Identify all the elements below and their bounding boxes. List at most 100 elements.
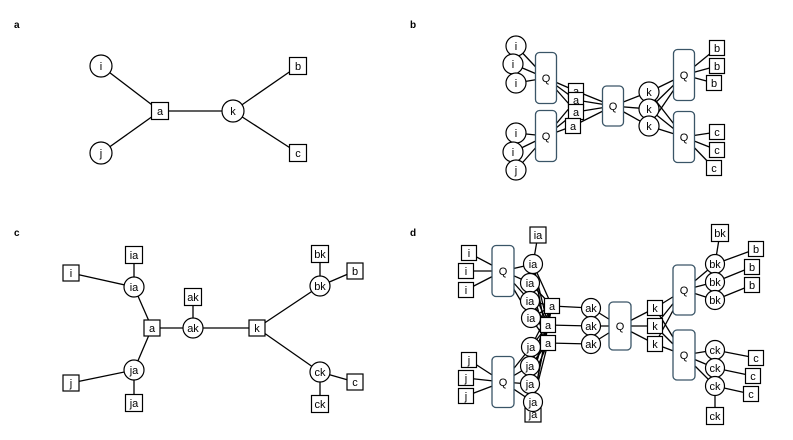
square-node-label: bk [314,249,326,261]
circle-node-label: ja [526,342,536,354]
circle-node-label: ia [529,259,538,271]
circle-node-label: ck [315,367,327,379]
circle-node [505,72,527,94]
edge [232,110,299,154]
square-node-label: ia [534,230,543,242]
circle-node-label: ak [585,321,597,333]
circle-node-label: i [512,59,514,71]
circle-node-label: ck [710,345,722,357]
square-node-label: c [295,148,301,160]
square-node [62,374,80,392]
square-node [705,74,723,92]
square-node-label: b [711,78,717,90]
panel-label: b [410,20,416,31]
square-node-label: b [714,43,720,55]
circle-node-label: ja [528,397,538,409]
square-node [288,143,308,163]
square-node-label: i [70,268,72,280]
circle-node [309,275,331,297]
square-node [743,258,761,276]
circle-node [580,333,602,355]
edge [232,65,299,112]
square-node-label: c [750,371,756,383]
square-node-label: a [545,338,552,350]
square-node [346,373,364,391]
circle-node-label: i [512,147,514,159]
square-node [747,349,765,367]
square-node [646,299,664,317]
circle-node-label: ia [526,278,535,290]
circle-node-label: ck [710,363,722,375]
square-node [124,245,144,265]
circle-node-label: i [515,78,517,90]
circle-node [182,317,204,339]
q-tensor-box [672,48,696,102]
circle-node-label: k [646,87,652,99]
square-node [710,223,730,243]
square-node [248,319,266,337]
circle-node-label: bk [314,281,326,293]
circle-node [123,276,145,298]
edge [100,110,161,154]
square-node-label: b [295,61,301,73]
circle-node-label: bk [709,295,721,307]
edge [256,327,321,373]
q-tensor-label: Q [542,131,551,143]
square-node [457,369,475,387]
q-tensor-box [491,355,515,409]
square-node [143,319,161,337]
circle-node [123,359,145,381]
edge [100,65,161,112]
circle-node-label: ja [525,361,535,373]
circle-node-label: j [514,165,517,177]
square-node-label: c [748,389,754,401]
square-node-label: a [573,95,580,107]
circle-node-label: ja [525,379,535,391]
q-tensor-label: Q [680,285,689,297]
q-tensor-label: Q [609,101,618,113]
square-node [747,240,765,258]
circle-node-label: k [646,104,652,116]
circle-node-label: ak [187,323,199,335]
q-tensor-label: Q [499,266,508,278]
circle-node [89,54,113,78]
square-node-label: b [749,262,755,274]
q-tensor-box [672,264,696,316]
square-node [150,101,170,121]
q-tensor-label: Q [680,132,689,144]
circle-node-label: bk [709,259,721,271]
q-tensor-box [491,244,515,298]
square-node-label: i [465,285,467,297]
q-tensor-box [672,329,696,381]
square-node [646,317,664,335]
q-tensor-label: Q [680,350,689,362]
square-node-label: ja [528,409,538,421]
square-node [744,367,762,385]
circle-node-label: ja [129,365,139,377]
square-node [457,262,475,280]
edge [70,369,135,384]
square-node-label: b [352,266,358,278]
square-node [705,159,723,177]
circle-node-label: ia [130,282,139,294]
circle-node [309,361,331,383]
square-node [708,57,726,75]
square-node-label: ck [710,411,722,423]
square-node-label: ja [129,398,139,410]
square-node [543,297,561,315]
circle-node-label: i [515,128,517,140]
circle-node-label: ak [585,339,597,351]
square-node-label: b [753,244,759,256]
square-node-label: j [467,355,470,367]
square-node [743,276,761,294]
q-tensor-label: Q [616,321,625,333]
circle-node-label: i [515,41,517,53]
panel-label: d [410,228,416,239]
square-node [646,335,664,353]
square-node [346,262,364,280]
square-node-label: a [545,320,552,332]
square-node-label: a [573,107,580,119]
circle-node [505,159,527,181]
